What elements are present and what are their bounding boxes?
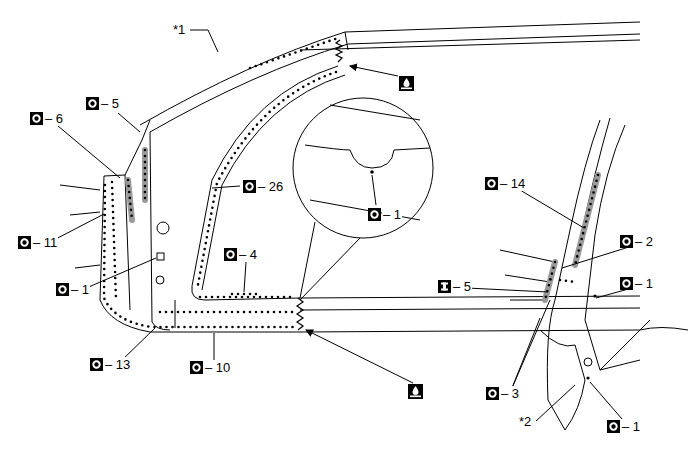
callout-number: – 3	[500, 386, 520, 401]
callout-number: – 26	[257, 179, 284, 194]
callout-number: – 6	[44, 111, 64, 126]
callout-number: – 2	[634, 234, 654, 249]
callout-number: – 1	[621, 419, 641, 434]
part-reference: *2	[518, 414, 532, 429]
callout-number: – 13	[104, 357, 131, 372]
callout-number: – 1	[70, 282, 90, 297]
callout-number: – 1	[382, 207, 402, 222]
callout-number: – 5	[100, 96, 120, 111]
part-reference: *1	[172, 22, 186, 37]
callout-number: – 4	[238, 247, 258, 262]
callout-number: – 5	[452, 279, 472, 294]
callout-number: – 11	[32, 235, 58, 250]
callout-number: – 10	[204, 360, 231, 375]
callout-number: – 1	[634, 276, 654, 291]
callout-number: – 14	[499, 176, 526, 191]
